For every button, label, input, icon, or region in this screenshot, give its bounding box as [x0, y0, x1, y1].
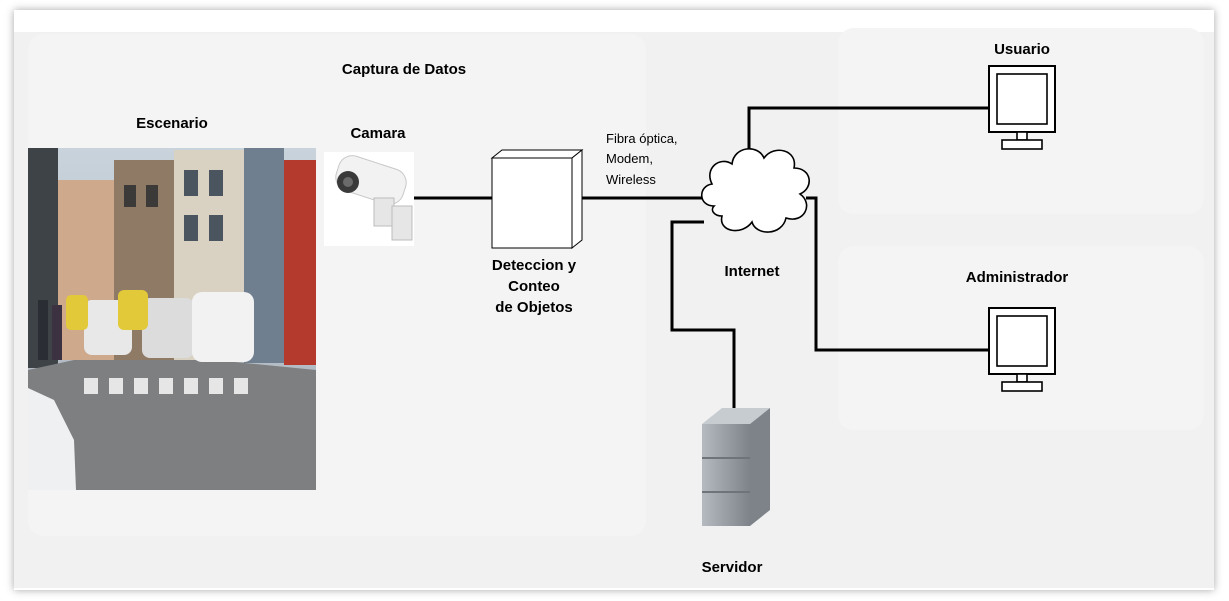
administrador-monitor-icon [988, 307, 1056, 392]
administrador-label: Administrador [966, 269, 1069, 286]
servidor-label: Servidor [702, 559, 763, 576]
cloud-to-administrador-line [806, 196, 989, 352]
capture-title: Captura de Datos [342, 61, 466, 78]
cctv-camera-icon [324, 152, 414, 246]
internet-label: Internet [724, 263, 779, 280]
link-label-line1: Fibra óptica, [606, 131, 678, 146]
link-label-line2: Modem, [606, 151, 653, 166]
deteccion-label-line2: Conteo [508, 278, 560, 295]
deteccion-label-line1: Deteccion y [492, 257, 577, 274]
cloud-to-servidor-line [670, 220, 736, 410]
usuario-label: Usuario [994, 41, 1050, 58]
deteccion-label-line3: de Objetos [495, 299, 573, 316]
cloud-icon [700, 148, 810, 233]
scene-photo [28, 148, 316, 490]
processing-box-icon [490, 148, 584, 250]
camara-label: Camara [350, 125, 406, 142]
server-tower-icon [702, 408, 770, 526]
escenario-label: Escenario [136, 115, 208, 132]
link-label-line3: Wireless [606, 172, 656, 187]
network-diagram: Captura de Datos Escenario [14, 28, 1214, 588]
connection-lines [414, 106, 989, 410]
cloud-to-usuario-line [747, 106, 989, 160]
usuario-monitor-icon [988, 65, 1056, 150]
